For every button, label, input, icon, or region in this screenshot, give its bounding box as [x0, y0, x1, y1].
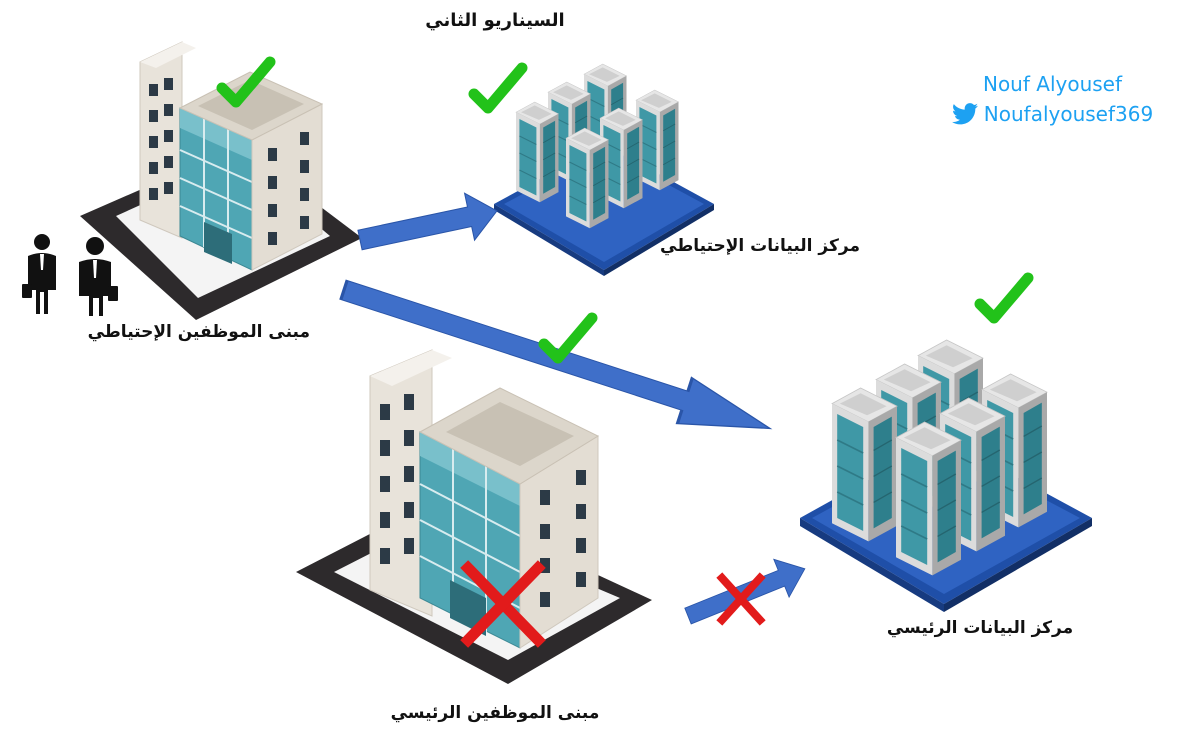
main-office-cross-icon [460, 560, 546, 648]
backup-datacenter [494, 63, 714, 276]
backup-link-check-icon [544, 318, 592, 358]
arrow-backup-office-to-backup-dc [354, 186, 503, 264]
author-handle: Noufalyousef369 [983, 102, 1154, 126]
backup-office-label: مبنى الموظفين الإحتياطي [87, 322, 310, 342]
main-datacenter-label: مركز البيانات الرئيسي [886, 618, 1074, 638]
backup-datacenter-label: مركز البيانات الإحتياطي [660, 236, 860, 256]
author-credit: Nouf Alyousef Noufalyousef369 [930, 72, 1175, 126]
twitter-bird-icon [951, 103, 978, 125]
backup-datacenter-check-icon [474, 68, 522, 108]
main-office-building [296, 349, 652, 684]
main-office-label: مبنى الموظفين الرئيسي [390, 703, 600, 723]
main-link-cross-icon [716, 572, 766, 626]
scenario-title: السيناريو الثاني [425, 10, 565, 31]
employees-icon [22, 234, 118, 316]
main-datacenter [800, 339, 1092, 612]
main-datacenter-check-icon [980, 278, 1028, 318]
author-handle-row: Noufalyousef369 [930, 102, 1175, 126]
author-name: Nouf Alyousef [982, 72, 1123, 96]
backup-office-building [80, 41, 362, 320]
